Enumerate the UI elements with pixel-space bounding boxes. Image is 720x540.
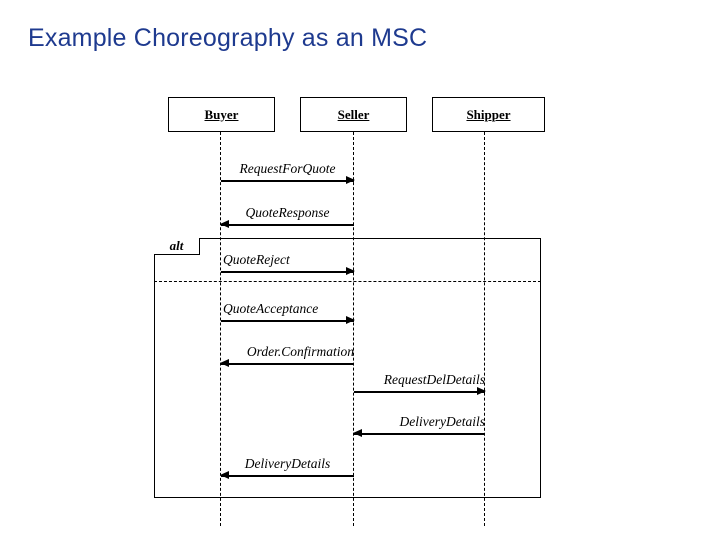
arrowhead-left-icon <box>220 220 229 228</box>
lifeline-label-shipper: Shipper <box>466 106 511 122</box>
lifeline-label-buyer: Buyer <box>204 106 239 122</box>
arrowhead-left-icon <box>220 471 229 479</box>
alt-fragment <box>154 238 541 498</box>
lifeline-head-seller[interactable]: Seller <box>300 97 407 132</box>
message-label: DeliveryDetails <box>244 456 331 471</box>
lifeline-shipper <box>484 132 485 526</box>
message-label: RequestDelDetails <box>383 372 485 387</box>
arrowhead-right-icon <box>346 176 355 184</box>
arrowhead-right-icon <box>346 316 355 324</box>
message-line <box>221 475 354 477</box>
message-label: Order.Confirmation <box>246 344 354 359</box>
message-label: QuoteResponse <box>245 205 330 220</box>
message-line <box>221 224 354 226</box>
message-label: RequestForQuote <box>239 161 336 176</box>
arrowhead-left-icon <box>353 429 362 437</box>
message-line <box>221 271 354 273</box>
lifeline-head-buyer[interactable]: Buyer <box>168 97 275 132</box>
lifeline-seller <box>353 132 354 526</box>
lifeline-buyer <box>220 132 221 526</box>
arrowhead-right-icon <box>346 267 355 275</box>
message-label: QuoteReject <box>223 252 290 267</box>
message-label: DeliveryDetails <box>399 414 485 429</box>
message-label: QuoteAcceptance <box>223 301 319 316</box>
page-title: Example Choreography as an MSC <box>28 24 428 52</box>
message-line <box>354 391 485 393</box>
fragment-operator-tab: alt <box>154 238 200 255</box>
message-line <box>221 363 354 365</box>
message-line <box>221 320 354 322</box>
lifeline-head-shipper[interactable]: Shipper <box>432 97 545 132</box>
message-line <box>221 180 354 182</box>
message-line <box>354 433 485 435</box>
lifeline-label-seller: Seller <box>337 106 370 122</box>
fragment-operator-label: alt <box>169 238 184 253</box>
arrowhead-right-icon <box>477 387 486 395</box>
arrowhead-left-icon <box>220 359 229 367</box>
fragment-separator <box>154 281 541 282</box>
